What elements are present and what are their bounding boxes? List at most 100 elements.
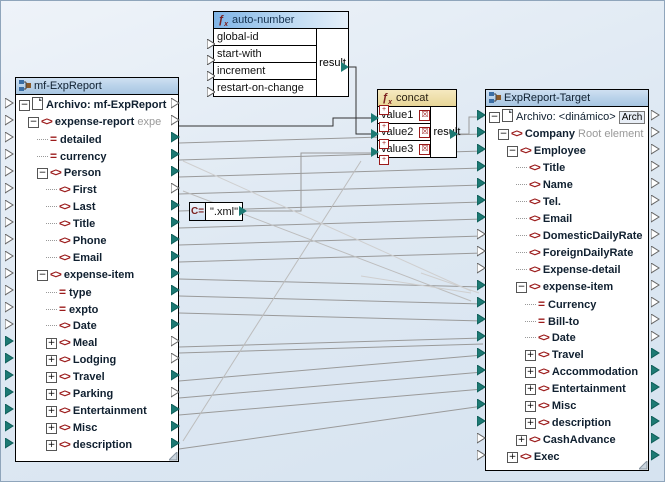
conn-start-with[interactable] bbox=[207, 55, 215, 65]
remove-value1-icon[interactable]: ☒ bbox=[419, 109, 431, 121]
source-schema-component[interactable]: mf-ExpReport −Archivo: mf-ExpReport−<>ex… bbox=[15, 77, 179, 462]
conn-concat-value3[interactable] bbox=[371, 147, 379, 157]
source-item-row[interactable]: <>Title bbox=[16, 216, 178, 233]
expander-expand-icon[interactable]: + bbox=[525, 417, 536, 429]
source-output-connector[interactable] bbox=[171, 302, 180, 313]
target-item-row[interactable]: =Bill-to bbox=[486, 313, 648, 330]
source-item-row[interactable]: +<>Travel bbox=[16, 369, 178, 386]
target-output-connector[interactable] bbox=[651, 331, 660, 342]
target-item-row[interactable]: <>ForeignDailyRate bbox=[486, 245, 648, 262]
target-output-connector[interactable] bbox=[651, 195, 660, 206]
source-item-row[interactable]: =detailed bbox=[16, 131, 178, 148]
param-value1[interactable]: value1 ☒ bbox=[378, 107, 431, 124]
conn-restart-on-change[interactable] bbox=[207, 87, 215, 97]
source-output-connector[interactable] bbox=[171, 251, 180, 262]
target-item-row[interactable]: +<>Misc bbox=[486, 398, 648, 415]
target-input-connector[interactable] bbox=[477, 399, 486, 410]
target-input-connector[interactable] bbox=[477, 314, 486, 325]
target-item-row[interactable]: −<>Employee bbox=[486, 143, 648, 160]
target-input-connector[interactable] bbox=[477, 348, 486, 359]
constant-value[interactable]: ".xml" bbox=[210, 205, 238, 218]
source-item-row[interactable]: +<>Lodging bbox=[16, 352, 178, 369]
expander-expand-icon[interactable]: + bbox=[46, 337, 57, 349]
target-item-row[interactable]: +<>description bbox=[486, 415, 648, 432]
source-output-connector[interactable] bbox=[171, 217, 180, 228]
target-output-connector[interactable] bbox=[651, 161, 660, 172]
target-input-connector[interactable] bbox=[477, 195, 486, 206]
source-output-connector[interactable] bbox=[171, 387, 180, 398]
target-input-connector[interactable] bbox=[477, 178, 486, 189]
source-item-row[interactable]: =type bbox=[16, 284, 178, 301]
source-item-row[interactable]: +<>Meal bbox=[16, 335, 178, 352]
expander-expand-icon[interactable]: + bbox=[525, 349, 536, 361]
target-input-connector[interactable] bbox=[477, 212, 486, 223]
add-param-icon[interactable]: + bbox=[379, 105, 389, 115]
source-input-connector[interactable] bbox=[5, 438, 14, 449]
param-value2[interactable]: value2 ☒ bbox=[378, 124, 431, 141]
source-input-connector[interactable] bbox=[5, 166, 14, 177]
source-item-row[interactable]: =expto bbox=[16, 301, 178, 318]
target-output-connector[interactable] bbox=[651, 127, 660, 138]
target-output-connector[interactable] bbox=[651, 212, 660, 223]
source-input-connector[interactable] bbox=[5, 370, 14, 381]
target-input-connector[interactable] bbox=[477, 433, 486, 444]
source-input-connector[interactable] bbox=[5, 115, 14, 126]
source-input-connector[interactable] bbox=[5, 336, 14, 347]
target-output-connector[interactable] bbox=[651, 178, 660, 189]
expander-collapse-icon[interactable]: − bbox=[37, 269, 48, 281]
source-input-connector[interactable] bbox=[5, 319, 14, 330]
source-input-connector[interactable] bbox=[5, 251, 14, 262]
target-input-connector[interactable] bbox=[477, 331, 486, 342]
source-output-connector[interactable] bbox=[171, 200, 180, 211]
conn-increment[interactable] bbox=[207, 71, 215, 81]
expander-expand-icon[interactable]: + bbox=[46, 422, 57, 434]
target-item-row[interactable]: +<>Entertainment bbox=[486, 381, 648, 398]
source-output-connector[interactable] bbox=[171, 438, 180, 449]
target-output-connector[interactable] bbox=[651, 314, 660, 325]
source-input-connector[interactable] bbox=[5, 268, 14, 279]
expander-collapse-icon[interactable]: − bbox=[516, 281, 527, 293]
expander-collapse-icon[interactable]: − bbox=[28, 116, 39, 128]
target-item-row[interactable]: =Currency bbox=[486, 296, 648, 313]
source-input-connector[interactable] bbox=[5, 302, 14, 313]
source-input-connector[interactable] bbox=[5, 421, 14, 432]
target-output-connector[interactable] bbox=[651, 433, 660, 444]
expander-collapse-icon[interactable]: − bbox=[489, 111, 500, 123]
target-item-row[interactable]: −<>expense-item bbox=[486, 279, 648, 296]
target-item-row[interactable]: <>Email bbox=[486, 211, 648, 228]
target-input-connector[interactable] bbox=[477, 280, 486, 291]
source-item-row[interactable]: <>First bbox=[16, 182, 178, 199]
expander-expand-icon[interactable]: + bbox=[46, 354, 57, 366]
source-output-connector[interactable] bbox=[171, 166, 180, 177]
expander-collapse-icon[interactable]: − bbox=[507, 145, 518, 157]
param-restart-on-change[interactable]: restart-on-change bbox=[217, 82, 304, 94]
target-item-row[interactable]: −<>Company Root element bbox=[486, 126, 648, 143]
expander-expand-icon[interactable]: + bbox=[46, 388, 57, 400]
add-param-icon[interactable]: + bbox=[379, 122, 389, 132]
source-item-row[interactable]: −Archivo: mf-ExpReport bbox=[16, 97, 178, 114]
source-output-connector[interactable] bbox=[171, 149, 180, 160]
target-output-connector[interactable] bbox=[651, 263, 660, 274]
source-output-connector[interactable] bbox=[171, 98, 180, 109]
target-output-connector[interactable] bbox=[651, 382, 660, 393]
source-input-connector[interactable] bbox=[5, 98, 14, 109]
source-input-connector[interactable] bbox=[5, 387, 14, 398]
source-output-connector[interactable] bbox=[171, 370, 180, 381]
expander-expand-icon[interactable]: + bbox=[525, 383, 536, 395]
target-output-connector[interactable] bbox=[651, 229, 660, 240]
target-input-connector[interactable] bbox=[477, 110, 486, 121]
expander-expand-icon[interactable]: + bbox=[525, 400, 536, 412]
expander-expand-icon[interactable]: + bbox=[46, 439, 57, 451]
target-input-connector[interactable] bbox=[477, 297, 486, 308]
expander-expand-icon[interactable]: + bbox=[525, 366, 536, 378]
conn-concat-result[interactable] bbox=[450, 129, 458, 139]
source-item-row[interactable]: −<>expense-report expe bbox=[16, 114, 178, 131]
target-item-row[interactable]: <>Name bbox=[486, 177, 648, 194]
target-output-connector[interactable] bbox=[651, 280, 660, 291]
add-param-icon[interactable]: + bbox=[379, 139, 389, 149]
expander-expand-icon[interactable]: + bbox=[46, 405, 57, 417]
source-item-row[interactable]: +<>Parking bbox=[16, 386, 178, 403]
target-schema-component[interactable]: ExpReport-Target −Archivo: <dinámico> Ar… bbox=[485, 89, 649, 471]
source-tree[interactable]: −Archivo: mf-ExpReport−<>expense-report … bbox=[16, 95, 178, 454]
